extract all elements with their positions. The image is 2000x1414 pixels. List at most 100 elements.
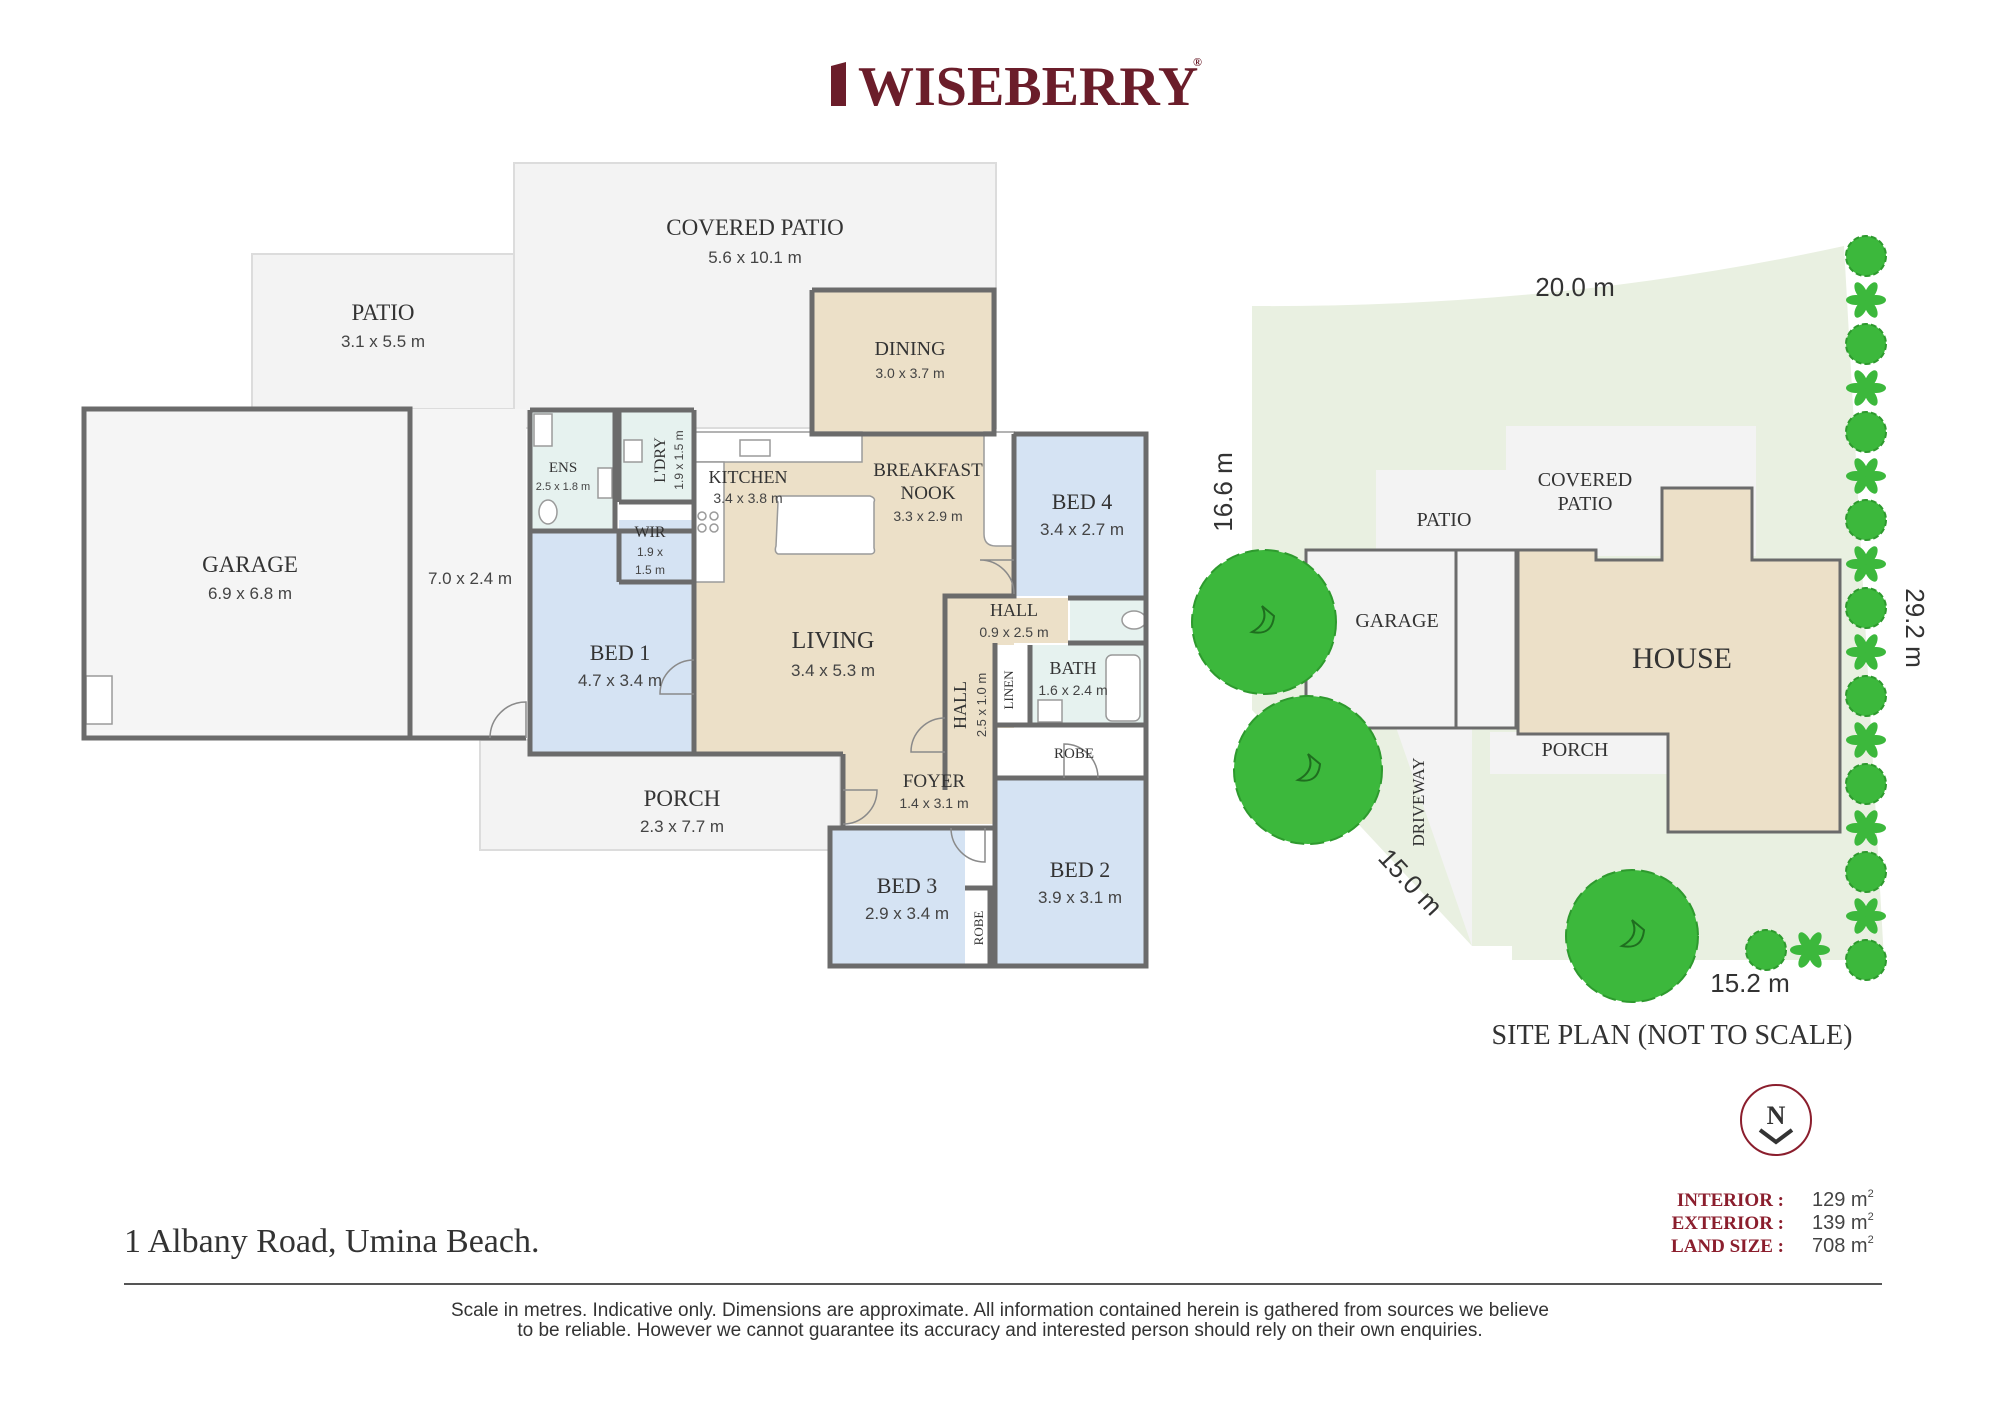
area-interior-label: INTERIOR :: [1677, 1190, 1784, 1211]
bed3-floor: [830, 828, 965, 966]
hall-door-icon: [910, 717, 946, 753]
internal-walls: [830, 595, 1146, 966]
palm-icon: [1846, 810, 1886, 846]
carport-dims: 7.0 x 2.4 m: [428, 569, 512, 588]
bed1-door-icon: [659, 659, 695, 695]
site-driveway-label: DRIVEWAY: [1409, 757, 1428, 846]
kitchen-dims: 3.4 x 3.8 m: [713, 490, 782, 506]
site-plan-title: SITE PLAN (NOT TO SCALE): [1492, 1020, 1853, 1051]
bed4-door-icon: [979, 559, 1015, 595]
bed4-label: BED 4: [1052, 489, 1113, 514]
hall-label: HALL: [990, 600, 1038, 620]
robe2-floor: [996, 728, 1146, 778]
porch-dims: 2.3 x 7.7 m: [640, 817, 724, 836]
site-patio-label: PATIO: [1417, 509, 1472, 531]
bed4-floor: [1014, 434, 1146, 596]
doors: [489, 559, 1099, 863]
living-label: LIVING: [792, 628, 875, 654]
site-covered-patio-label-line1: COVERED: [1538, 469, 1632, 491]
ldry-dims: 1.9 x 1.5 m: [672, 430, 686, 489]
compass-north-letter: N: [1767, 1101, 1786, 1130]
laundry-tub-icon: [623, 439, 643, 463]
compass-ring-icon: [1740, 1084, 1812, 1156]
brand-name: WISEBERRY: [858, 56, 1198, 118]
linen-floor: [997, 645, 1030, 725]
front-door-icon: [842, 789, 878, 825]
ldry-label: L'DRY: [652, 437, 669, 483]
site-house-label: HOUSE: [1632, 642, 1732, 675]
disclaimer-line1: Scale in metres. Indicative only. Dimens…: [451, 1300, 1549, 1321]
toilet-icon: [1121, 610, 1147, 630]
foyer-label: FOYER: [903, 771, 966, 792]
shrub-icon: [1745, 929, 1787, 971]
palm-icon: [1846, 722, 1886, 758]
wir-dims-line1: 1.9 x: [637, 545, 663, 559]
site-carport: [1454, 548, 1518, 730]
property-address: 1 Albany Road, Umina Beach.: [124, 1223, 539, 1260]
brand-mark-icon: [831, 62, 846, 106]
bed2-label: BED 2: [1050, 857, 1111, 882]
dining-walls: [691, 287, 997, 757]
area-land-value: 708 m2: [1812, 1234, 1874, 1257]
carport-floor: [410, 409, 526, 738]
area-exterior-value: 139 m2: [1812, 1211, 1874, 1234]
shrub-icon: [1845, 587, 1887, 629]
shrub-icon: [1845, 411, 1887, 453]
site-porch-label: PORCH: [1542, 739, 1609, 761]
brand-registered-mark: ®: [1193, 55, 1202, 69]
patio-dims: 3.1 x 5.5 m: [341, 332, 425, 351]
site-plan: COVERED PATIO PATIO GARAGE HOUSE PORCH D…: [1191, 235, 1930, 1051]
breakfast-nook-dims: 3.3 x 2.9 m: [893, 508, 962, 524]
site-house: [1516, 486, 1842, 834]
dining-label: DINING: [874, 338, 945, 360]
bed3-dims: 2.9 x 3.4 m: [865, 904, 949, 923]
foyer-dims: 1.4 x 3.1 m: [899, 795, 968, 811]
palm-icon: [1846, 458, 1886, 494]
covered-patio-dims: 5.6 x 10.1 m: [708, 248, 802, 267]
patio-area: [251, 253, 515, 410]
tree-icon: [1191, 549, 1337, 695]
site-dim-top: 20.0 m: [1535, 272, 1615, 302]
area-exterior-label: EXTERIOR :: [1672, 1213, 1784, 1234]
palm-icon: [1846, 370, 1886, 406]
hall-floor: [945, 598, 1068, 643]
pantry-bench: [983, 431, 1015, 547]
bath-dims: 1.6 x 2.4 m: [1038, 682, 1107, 698]
ens-vanity-icon: [597, 467, 613, 499]
porch-label: PORCH: [644, 786, 721, 811]
patio-label: PATIO: [351, 300, 414, 325]
site-dim-left: 16.6 m: [1208, 452, 1238, 532]
breakfast-nook-label-line2: NOOK: [901, 483, 956, 504]
driveway-area: [1390, 710, 1472, 946]
robe3-label: ROBE: [971, 911, 986, 946]
palm-icon: [1846, 634, 1886, 670]
bathtub-icon: [1105, 654, 1141, 722]
walls: [81, 287, 1149, 969]
ens-label: ENS: [549, 460, 577, 476]
cooktop-icon: [697, 511, 707, 521]
robe3-floor: [965, 890, 990, 966]
palm-icon: [1790, 932, 1830, 968]
site-dim-right: 29.2 m: [1900, 588, 1930, 668]
shrub-icon: [1845, 675, 1887, 717]
bed1-walls: [527, 407, 694, 757]
site-patio: [1376, 470, 1508, 550]
palm-icon: [1846, 546, 1886, 582]
dining-floor: [812, 290, 994, 432]
shrub-icon: [1845, 323, 1887, 365]
robe-door-icon: [1063, 743, 1099, 779]
palm-icon: [1846, 898, 1886, 934]
tree-icon: [1565, 869, 1699, 1003]
site-covered-patio-label-line2: PATIO: [1558, 493, 1613, 515]
shrub-icon: [1845, 235, 1887, 277]
room-labels: COVERED PATIO 5.6 x 10.1 m PATIO 3.1 x 5…: [202, 215, 1124, 945]
breakfast-nook-label-line1: BREAKFAST: [873, 460, 983, 481]
ens-ldry-wir-walls: [530, 410, 697, 585]
garage-label: GARAGE: [202, 552, 298, 577]
dining-dims: 3.0 x 3.7 m: [875, 365, 944, 381]
hall-dims: 0.9 x 2.5 m: [979, 624, 1048, 640]
garage-floor: [84, 409, 410, 738]
area-interior-value: 129 m2: [1812, 1188, 1874, 1211]
